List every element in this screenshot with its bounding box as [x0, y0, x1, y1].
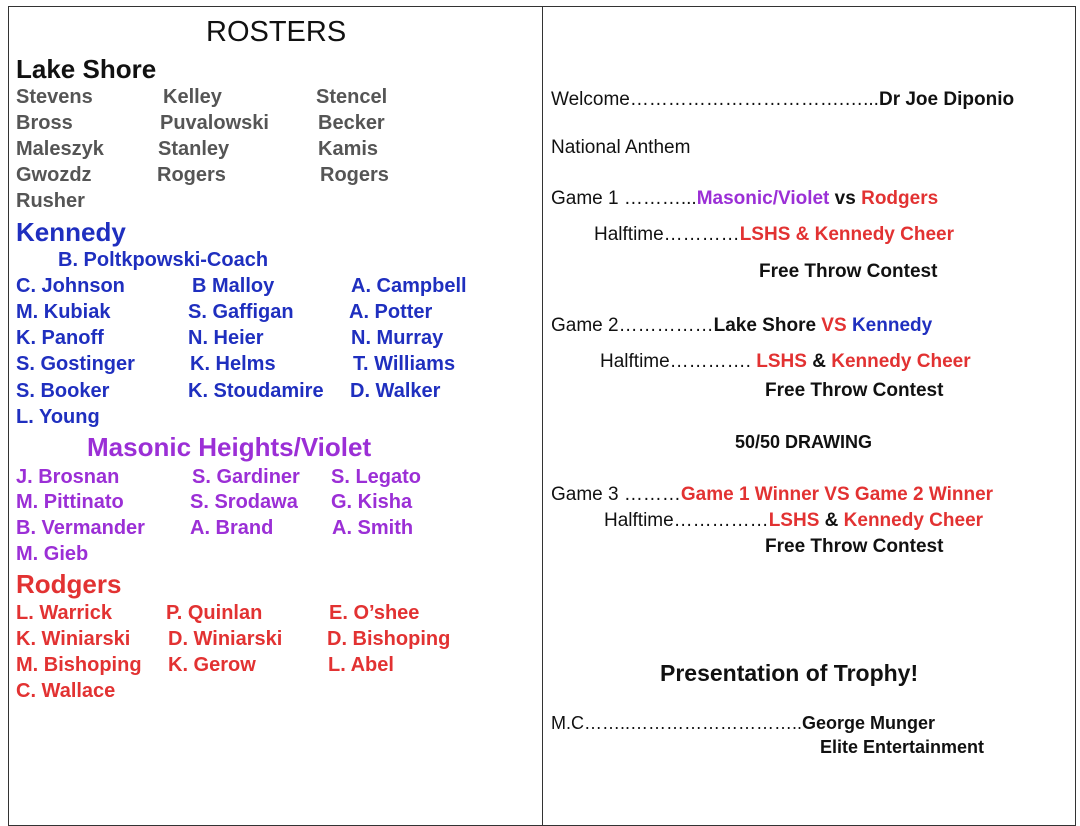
- player-name: K. Gerow: [168, 654, 256, 676]
- player-name: P. Quinlan: [166, 602, 263, 624]
- player-name: M. Pittinato: [16, 491, 124, 513]
- player-name: M. Kubiak: [16, 301, 111, 323]
- game3-value: Game 1 Winner VS Game 2 Winner: [680, 484, 994, 505]
- player-name: B. Vermander: [16, 517, 145, 539]
- player-name: J. Brosnan: [16, 466, 120, 488]
- player-name: Puvalowski: [160, 112, 269, 134]
- player-name: A. Potter: [349, 301, 433, 323]
- player-name: D. Winiarski: [168, 628, 283, 650]
- anthem-line: National Anthem: [551, 137, 691, 158]
- kennedy-heading: Kennedy: [16, 217, 126, 247]
- trophy-presentation: Presentation of Trophy!: [660, 660, 919, 686]
- player-name: D. Walker: [350, 380, 441, 402]
- player-name: Gwozdz: [16, 164, 92, 186]
- halftime3-cheer: Kennedy Cheer: [843, 510, 984, 531]
- player-name: L. Warrick: [16, 602, 112, 624]
- game2-team1: Lake Shore: [713, 315, 817, 336]
- player-name: Kelley: [163, 86, 222, 108]
- player-name: K. Helms: [190, 353, 276, 375]
- rosters-title: ROSTERS: [206, 16, 347, 48]
- free-throw-contest-2: Free Throw Contest: [765, 380, 944, 401]
- player-name: S. Gostinger: [16, 353, 135, 375]
- player-name: S. Srodawa: [190, 491, 298, 513]
- mc-company: Elite Entertainment: [820, 737, 985, 757]
- player-name: N. Murray: [351, 327, 444, 349]
- player-name: Bross: [16, 112, 73, 134]
- player-name: C. Johnson: [16, 275, 125, 297]
- player-name: M. Bishoping: [16, 654, 142, 676]
- game2-label: Game 2……………: [551, 315, 714, 336]
- player-name: D. Bishoping: [327, 628, 451, 650]
- player-name: Becker: [318, 112, 385, 134]
- game3-label: Game 3 ………: [551, 484, 681, 505]
- player-name: M. Gieb: [16, 543, 89, 565]
- player-name: Rusher: [16, 190, 85, 212]
- player-name: L. Abel: [328, 654, 394, 676]
- player-name: K. Stoudamire: [188, 380, 324, 402]
- player-name: Maleszyk: [16, 138, 104, 160]
- rodgers-heading: Rodgers: [16, 569, 122, 599]
- player-name: L. Young: [16, 406, 100, 428]
- masonic-heading: Masonic Heights/Violet: [87, 432, 372, 462]
- player-name: K. Winiarski: [16, 628, 131, 650]
- halftime2-line: Halftime…………. LSHS & Kennedy Cheer: [600, 351, 971, 373]
- halftime1-value: LSHS & Kennedy Cheer: [739, 224, 955, 245]
- game1-team1: Masonic/Violet: [696, 188, 830, 209]
- mc-name: George Munger: [802, 713, 936, 733]
- player-name: Stevens: [16, 86, 93, 108]
- free-throw-contest-1: Free Throw Contest: [759, 261, 938, 282]
- player-name: Rogers: [320, 164, 389, 186]
- game3-line: Game 3 ………Game 1 Winner VS Game 2 Winner: [551, 484, 993, 506]
- welcome-line: Welcome…………………………….…...Dr Joe Diponio: [551, 89, 1014, 111]
- player-name: Rogers: [157, 164, 226, 186]
- fifty-fifty-drawing: 50/50 DRAWING: [735, 432, 873, 452]
- halftime3-line: Halftime……………LSHS & Kennedy Cheer: [604, 510, 983, 532]
- player-name: B Malloy: [192, 275, 275, 297]
- game1-label: Game 1 ………...: [551, 188, 697, 209]
- player-name: C. Wallace: [16, 680, 116, 702]
- player-name: Stanley: [158, 138, 230, 160]
- halftime2-label: Halftime………….: [600, 351, 757, 372]
- player-name: G. Kisha: [331, 491, 413, 513]
- mc-label: M.C……..………………………..: [551, 713, 802, 733]
- player-name: S. Gardiner: [192, 466, 300, 488]
- player-name: T. Williams: [353, 353, 456, 375]
- halftime3-label: Halftime……………: [604, 510, 769, 531]
- lake-shore-heading: Lake Shore: [16, 54, 157, 84]
- halftime2-amp: &: [806, 351, 832, 372]
- player-name: S. Gaffigan: [188, 301, 294, 323]
- player-name: N. Heier: [188, 327, 264, 349]
- kennedy-coach: B. Poltkpowski-Coach: [58, 249, 269, 271]
- free-throw-contest-3: Free Throw Contest: [765, 536, 944, 557]
- halftime2-lshs: LSHS: [756, 351, 807, 372]
- game1-line: Game 1 ………...Masonic/Violet vs Rodgers: [551, 188, 938, 210]
- player-name: A. Campbell: [351, 275, 467, 297]
- halftime2-cheer: Kennedy Cheer: [831, 351, 971, 372]
- halftime1-line: Halftime…………LSHS & Kennedy Cheer: [594, 224, 954, 246]
- mc-line: M.C……..………………………..George Munger: [551, 713, 935, 734]
- game2-team2: Kennedy: [851, 315, 933, 336]
- player-name: S. Booker: [16, 380, 110, 402]
- player-name: Stencel: [316, 86, 388, 108]
- player-name: K. Panoff: [16, 327, 104, 349]
- game2-vs: VS: [816, 315, 852, 336]
- halftime1-label: Halftime…………: [594, 224, 740, 245]
- player-name: Kamis: [318, 138, 379, 160]
- program-panel: [542, 6, 1076, 826]
- welcome-name: Dr Joe Diponio: [878, 89, 1015, 110]
- game1-vs: vs: [829, 188, 862, 209]
- halftime3-lshs: LSHS: [768, 510, 820, 531]
- player-name: S. Legato: [331, 466, 422, 488]
- game2-line: Game 2……………Lake Shore VS Kennedy: [551, 315, 932, 337]
- welcome-label: Welcome…………………………….…...: [551, 89, 879, 110]
- player-name: A. Brand: [190, 517, 274, 539]
- game1-team2: Rodgers: [861, 188, 939, 209]
- player-name: E. O’shee: [329, 602, 420, 624]
- player-name: A. Smith: [332, 517, 414, 539]
- halftime3-amp: &: [819, 510, 844, 531]
